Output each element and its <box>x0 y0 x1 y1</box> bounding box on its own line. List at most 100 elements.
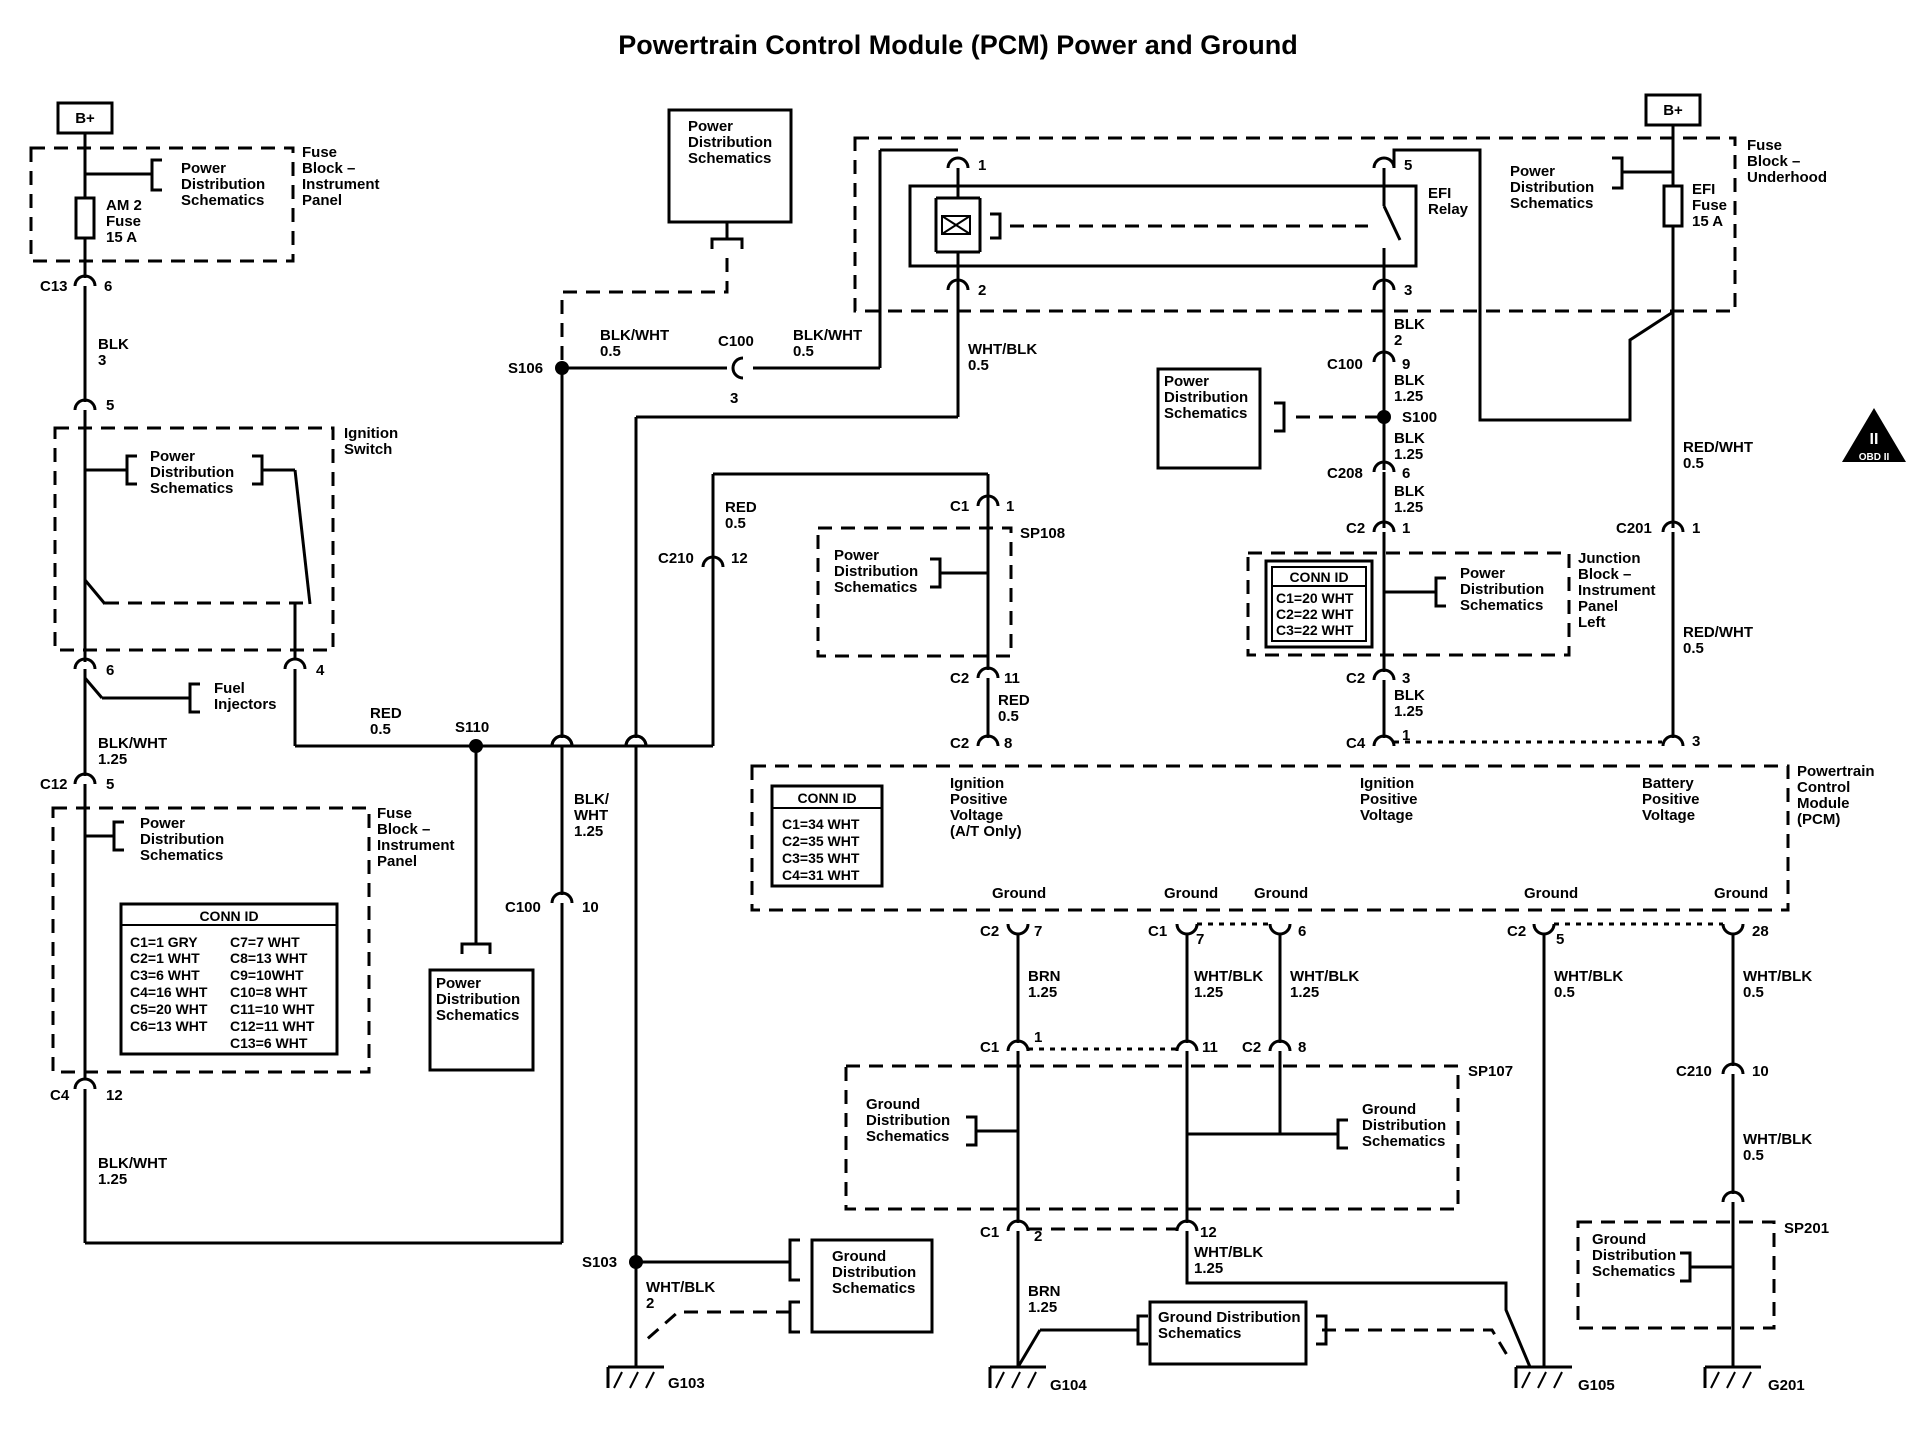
svg-text:0.5: 0.5 <box>1743 1147 1764 1164</box>
svg-text:C5=20 WHT: C5=20 WHT <box>130 1001 208 1017</box>
efi-relay-box <box>908 184 1418 268</box>
svg-text:Distribution: Distribution <box>181 176 265 193</box>
gds-box-s103-text: Ground Distribution Schematics <box>832 1248 916 1297</box>
svg-text:Distribution: Distribution <box>1592 1247 1676 1264</box>
pds-ref-1: Power Distribution Schematics <box>181 160 265 209</box>
wire-brn-125-b: BRN 1.25 <box>1028 1283 1061 1316</box>
ground-g104: G104 <box>988 1365 1087 1394</box>
wire-whtblk-05-e: WHT/BLK 0.5 <box>1743 1131 1812 1164</box>
svg-text:Powertrain: Powertrain <box>1797 763 1875 780</box>
svg-text:WHT/BLK: WHT/BLK <box>1194 968 1263 985</box>
svg-text:C2: C2 <box>1242 1039 1261 1056</box>
wire-whtblk-2: WHT/BLK 2 <box>646 1279 715 1312</box>
connector-sp-11 <box>1175 1039 1199 1052</box>
svg-text:Schematics: Schematics <box>140 847 223 864</box>
svg-text:0.5: 0.5 <box>793 343 814 360</box>
svg-text:G105: G105 <box>1578 1377 1615 1394</box>
svg-text:Underhood: Underhood <box>1747 169 1827 186</box>
svg-text:Schematics: Schematics <box>688 150 771 167</box>
ground-g201: G201 <box>1703 1365 1805 1394</box>
svg-text:Schematics: Schematics <box>866 1128 949 1145</box>
svg-text:RED/WHT: RED/WHT <box>1683 624 1753 641</box>
svg-text:Distribution: Distribution <box>150 464 234 481</box>
svg-text:1.25: 1.25 <box>1028 1299 1057 1316</box>
svg-text:7: 7 <box>1034 923 1042 940</box>
fuel-injectors-label: Fuel Injectors <box>214 680 277 713</box>
svg-text:12: 12 <box>106 1087 123 1104</box>
svg-text:Positive: Positive <box>1642 791 1700 808</box>
svg-text:C2: C2 <box>980 923 999 940</box>
connector-c100-10 <box>550 891 574 904</box>
svg-text:CONN ID: CONN ID <box>797 790 856 806</box>
efi-fuse-symbol <box>1662 184 1684 228</box>
svg-text:C1=1 GRY: C1=1 GRY <box>130 934 198 950</box>
conn-id-table-fuse-block: CONN ID C1=1 GRY C2=1 WHT C3=6 WHT C4=16… <box>119 902 339 1056</box>
connector-c2-11 <box>976 666 1000 679</box>
fuse-block-ip-lower-label: Fuse Block – Instrument Panel <box>377 805 455 870</box>
svg-text:3: 3 <box>1402 670 1410 687</box>
svg-text:S110: S110 <box>455 719 489 736</box>
svg-text:WHT/BLK: WHT/BLK <box>1290 968 1359 985</box>
gds-box-s103 <box>810 1238 934 1334</box>
svg-text:S103: S103 <box>582 1254 617 1271</box>
svg-text:1.25: 1.25 <box>1194 1260 1223 1277</box>
am2-fuse-label: AM 2 Fuse 15 A <box>106 197 142 246</box>
svg-text:(PCM): (PCM) <box>1797 811 1840 828</box>
svg-text:0.5: 0.5 <box>1683 640 1704 657</box>
battery-positive-left: B+ <box>56 101 114 135</box>
svg-text:Ignition: Ignition <box>950 775 1004 792</box>
connector-c201 <box>1661 520 1685 533</box>
svg-text:Fuse: Fuse <box>1692 197 1727 214</box>
svg-text:Ground: Ground <box>1362 1101 1416 1118</box>
svg-text:C2: C2 <box>1507 923 1526 940</box>
svg-text:C8=13 WHT: C8=13 WHT <box>230 950 308 966</box>
svg-text:Panel: Panel <box>1578 598 1618 615</box>
gds-ref-sp107-left: Ground Distribution Schematics <box>866 1096 950 1145</box>
fuse-block-ip-label: Fuse Block – Instrument Panel <box>302 144 380 209</box>
svg-text:BLK: BLK <box>1394 372 1425 389</box>
svg-text:S100: S100 <box>1402 409 1437 426</box>
svg-text:Schematics: Schematics <box>1592 1263 1675 1280</box>
pds-ref-junction: Power Distribution Schematics <box>1460 565 1544 614</box>
svg-text:EFI: EFI <box>1692 181 1715 198</box>
ignition-pin-6 <box>73 657 97 670</box>
svg-text:1: 1 <box>1402 520 1410 537</box>
svg-text:Schematics: Schematics <box>436 1007 519 1024</box>
svg-text:Schematics: Schematics <box>1510 195 1593 212</box>
svg-text:SP201: SP201 <box>1784 1220 1829 1237</box>
svg-text:Schematics: Schematics <box>834 579 917 596</box>
pds-box-top-center <box>667 108 793 224</box>
pcm-ground-3: Ground <box>1254 885 1308 902</box>
svg-text:EFI: EFI <box>1428 185 1451 202</box>
wire-brn-125-a: BRN 1.25 <box>1028 968 1061 1001</box>
connector-sp-c2-8 <box>1268 1039 1292 1052</box>
pcm-box <box>750 764 1790 912</box>
svg-text:C2: C2 <box>950 735 969 752</box>
connector-c210-10 <box>1721 1062 1745 1075</box>
wire-redwht-05-b: RED/WHT 0.5 <box>1683 624 1753 657</box>
svg-text:1: 1 <box>978 157 986 174</box>
svg-text:C12: C12 <box>40 776 68 793</box>
connector-sp-12 <box>1175 1219 1199 1232</box>
wire-blkwht-125-c: BLK/ WHT 1.25 <box>574 791 610 840</box>
svg-text:0.5: 0.5 <box>1554 984 1575 1001</box>
svg-text:BLK/: BLK/ <box>574 791 610 808</box>
wire-whtblk-125-b: WHT/BLK 1.25 <box>1290 968 1359 1001</box>
svg-text:Panel: Panel <box>377 853 417 870</box>
svg-text:1.25: 1.25 <box>1394 388 1423 405</box>
svg-text:C6=13 WHT: C6=13 WHT <box>130 1018 208 1034</box>
svg-text:BLK: BLK <box>1394 483 1425 500</box>
svg-text:0.5: 0.5 <box>968 357 989 374</box>
svg-text:8: 8 <box>1004 735 1012 752</box>
svg-text:Block –: Block – <box>377 821 430 838</box>
svg-text:RED: RED <box>998 692 1030 709</box>
connector-c12 <box>73 772 97 785</box>
svg-text:Battery: Battery <box>1642 775 1694 792</box>
svg-text:C100: C100 <box>1327 356 1363 373</box>
connector-sp-c1-2 <box>1006 1219 1030 1232</box>
svg-text:C1=20 WHT: C1=20 WHT <box>1276 590 1354 606</box>
splice-s100 <box>1377 410 1391 424</box>
wire-blk-2: BLK 2 <box>1394 316 1425 349</box>
svg-text:3: 3 <box>98 352 106 369</box>
